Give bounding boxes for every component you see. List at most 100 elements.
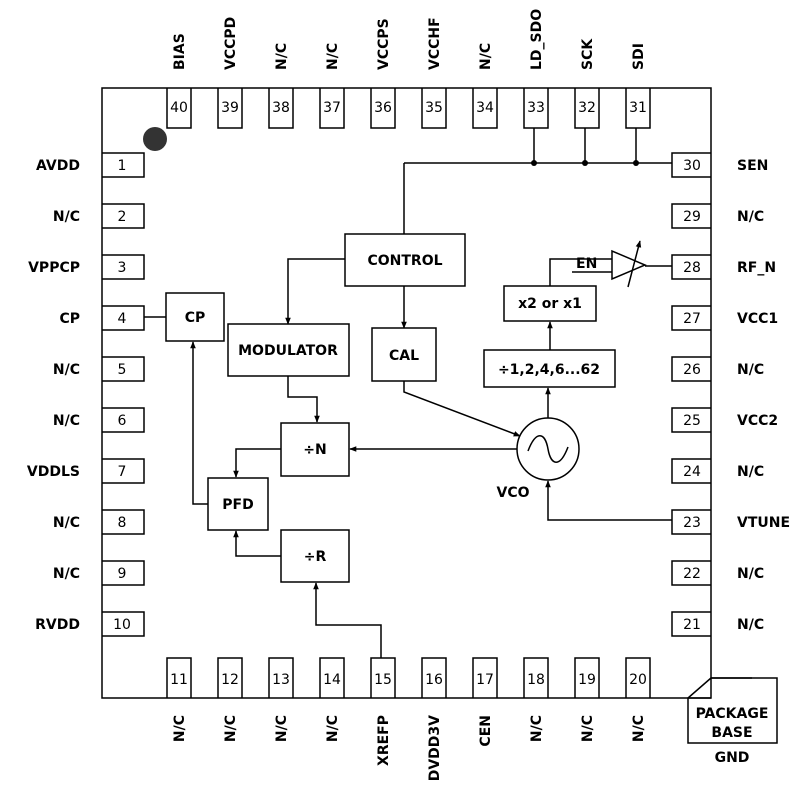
- left-pin-label: N/C: [53, 209, 80, 225]
- gnd-label: GND: [715, 750, 750, 766]
- serial-bus-lines: [403, 128, 672, 234]
- package-base-line1: PACKAGE: [696, 706, 769, 722]
- left-pin-number: 5: [118, 362, 127, 378]
- divn-to-pfd-arrow: [233, 448, 281, 478]
- bottom-pin-label: N/C: [172, 715, 188, 742]
- left-pin-number: 6: [118, 413, 127, 429]
- bottom-pin-number: 14: [323, 672, 341, 688]
- left-pin-label: N/C: [53, 413, 80, 429]
- top-pin-label: SDI: [631, 43, 647, 70]
- package-base-label: PACKAGE BASE GND: [687, 677, 778, 766]
- right-pin-label: N/C: [737, 464, 764, 480]
- right-pin-label: N/C: [737, 617, 764, 633]
- right-pin-label: VCC2: [737, 413, 778, 429]
- divr-to-pfd-arrow: [233, 530, 281, 557]
- cp-block-label: CP: [185, 310, 206, 326]
- top-pin-label: BIAS: [172, 33, 188, 70]
- left-pin-label: N/C: [53, 362, 80, 378]
- left-pin-number: 4: [118, 311, 127, 327]
- left-pin-label: N/C: [53, 515, 80, 531]
- left-pin-number: 8: [118, 515, 127, 531]
- right-pin-label: N/C: [737, 209, 764, 225]
- output-divider-block: ÷1,2,4,6...62: [483, 349, 616, 388]
- right-pin-number: 30: [683, 158, 701, 174]
- top-pin-label: N/C: [325, 43, 341, 70]
- right-pin-label: VCC1: [737, 311, 778, 327]
- multiplier-to-buffer-line: [549, 258, 612, 286]
- bottom-pin-number: 11: [170, 672, 188, 688]
- top-pin-number: 40: [170, 100, 188, 116]
- enable-label: EN: [576, 256, 597, 272]
- bottom-pin-label: N/C: [274, 715, 290, 742]
- right-pin-number: 23: [683, 515, 701, 531]
- top-pin-row: 40BIAS39VCCPD38N/C37N/C36VCCPS35VCCHF34N…: [166, 9, 651, 129]
- left-pin-label: N/C: [53, 566, 80, 582]
- control-block: CONTROL: [344, 233, 466, 287]
- r-divider-block: ÷R: [280, 529, 350, 583]
- bottom-pin-number: 16: [425, 672, 443, 688]
- pin1-indicator-dot: [143, 127, 167, 151]
- bottom-pin-label: N/C: [223, 715, 239, 742]
- bottom-pin-label: DVDD3V: [427, 715, 443, 781]
- control-label: CONTROL: [367, 253, 442, 269]
- modulator-block: MODULATOR: [227, 323, 350, 377]
- top-pin-number: 33: [527, 100, 545, 116]
- rf-output-buffer: EN: [572, 240, 672, 288]
- multiplier-block: x2 or x1: [503, 285, 597, 322]
- right-pin-number: 24: [683, 464, 701, 480]
- left-pin-label: CP: [59, 311, 80, 327]
- modulator-label: MODULATOR: [238, 343, 338, 359]
- bottom-pin-label: XREFP: [376, 715, 392, 766]
- bottom-pin-number: 15: [374, 672, 392, 688]
- left-pin-row: 1AVDD2N/C3VPPCP4CP5N/C6N/C7VDDLS8N/C9N/C…: [27, 152, 145, 637]
- bottom-pin-number: 17: [476, 672, 494, 688]
- right-pin-label: N/C: [737, 566, 764, 582]
- right-pin-number: 29: [683, 209, 701, 225]
- right-pin-number: 25: [683, 413, 701, 429]
- modulator-to-divn-arrow: [287, 376, 320, 423]
- top-pin-label: LD_SDO: [529, 9, 545, 70]
- top-pin-label: SCK: [580, 38, 596, 70]
- left-pin-label: VPPCP: [28, 260, 80, 276]
- left-pin-label: VDDLS: [27, 464, 80, 480]
- vtune-to-vco-arrow: [545, 480, 672, 521]
- charge-pump-block: CP: [165, 292, 225, 342]
- multiplier-label: x2 or x1: [518, 296, 582, 312]
- top-pin-label: VCCPD: [223, 17, 239, 70]
- bottom-pin-number: 18: [527, 672, 545, 688]
- n-divider-block: ÷N: [280, 422, 350, 477]
- left-pin-number: 2: [118, 209, 127, 225]
- right-pin-number: 21: [683, 617, 701, 633]
- top-pin-number: 35: [425, 100, 443, 116]
- package-base-line2: BASE: [711, 725, 752, 741]
- control-to-modulator-arrow: [285, 258, 345, 325]
- left-pin-label: AVDD: [36, 158, 80, 174]
- right-pin-number: 22: [683, 566, 701, 582]
- bottom-pin-label: N/C: [631, 715, 647, 742]
- cal-to-vco-arrow: [403, 381, 521, 437]
- left-pin-number: 1: [118, 158, 127, 174]
- left-pin-label: RVDD: [35, 617, 80, 633]
- vco-label: VCO: [496, 485, 529, 501]
- xrefp-to-divr-arrow: [313, 582, 382, 658]
- top-pin-number: 34: [476, 100, 494, 116]
- top-pin-label: N/C: [478, 43, 494, 70]
- top-pin-label: VCCPS: [376, 18, 392, 70]
- r-divider-label: ÷R: [304, 549, 327, 565]
- top-pin-number: 39: [221, 100, 239, 116]
- vco-block: VCO: [496, 417, 580, 501]
- right-pin-label: RF_N: [737, 260, 776, 276]
- bottom-pin-label: N/C: [580, 715, 596, 742]
- bottom-pin-number: 20: [629, 672, 647, 688]
- top-pin-number: 37: [323, 100, 341, 116]
- top-pin-number: 32: [578, 100, 596, 116]
- left-pin-number: 10: [113, 617, 131, 633]
- top-pin-number: 31: [629, 100, 647, 116]
- cal-label: CAL: [389, 348, 419, 364]
- bottom-pin-number: 19: [578, 672, 596, 688]
- pfd-label: PFD: [222, 497, 253, 513]
- package-outline: [101, 87, 712, 699]
- right-pin-number: 28: [683, 260, 701, 276]
